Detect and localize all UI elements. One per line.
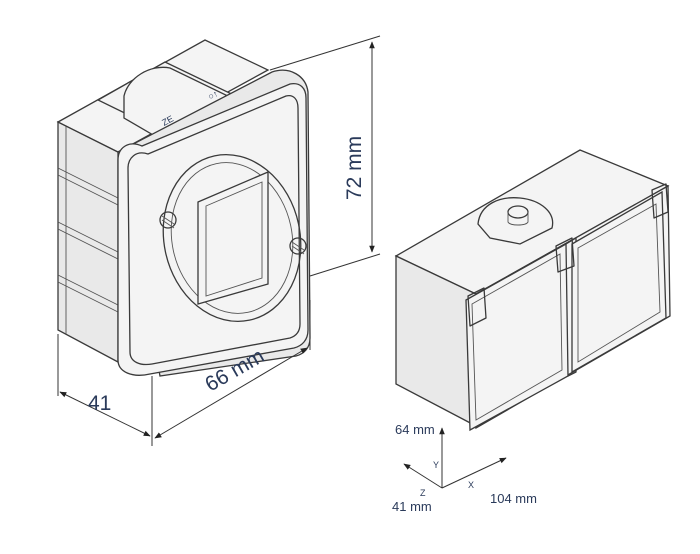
height-dimension: 72 mm: [269, 35, 381, 277]
knob-icon: [477, 197, 554, 245]
top-mark-right: ○↑: [206, 88, 219, 101]
box-left-side: [57, 120, 119, 364]
axis-triad: 64 mm Y Z 41 mm X 104 mm: [392, 422, 537, 514]
x-axis-arrow: [441, 457, 507, 489]
x-axis-letter: X: [468, 480, 474, 490]
y-axis-letter: Y: [433, 460, 439, 470]
y-value-label: 64 mm: [395, 422, 435, 437]
screw-icon: [289, 237, 307, 255]
window-ring-outer: [162, 153, 302, 323]
depth-label: 41: [88, 392, 111, 415]
depth-dimension: 41: [57, 334, 151, 437]
x-value-label: 104 mm: [490, 491, 537, 506]
z-value-label: 41 mm: [392, 499, 432, 514]
height-label: 72 mm: [343, 136, 366, 200]
z-axis-arrow: [403, 463, 443, 489]
z-axis-letter: Z: [420, 488, 426, 498]
inner-window: [197, 171, 269, 305]
double-socket-box: [394, 149, 671, 432]
single-socket-box: ZE ○↑: [56, 39, 311, 377]
lid-right: [571, 190, 667, 374]
screw-icon: [159, 211, 177, 229]
